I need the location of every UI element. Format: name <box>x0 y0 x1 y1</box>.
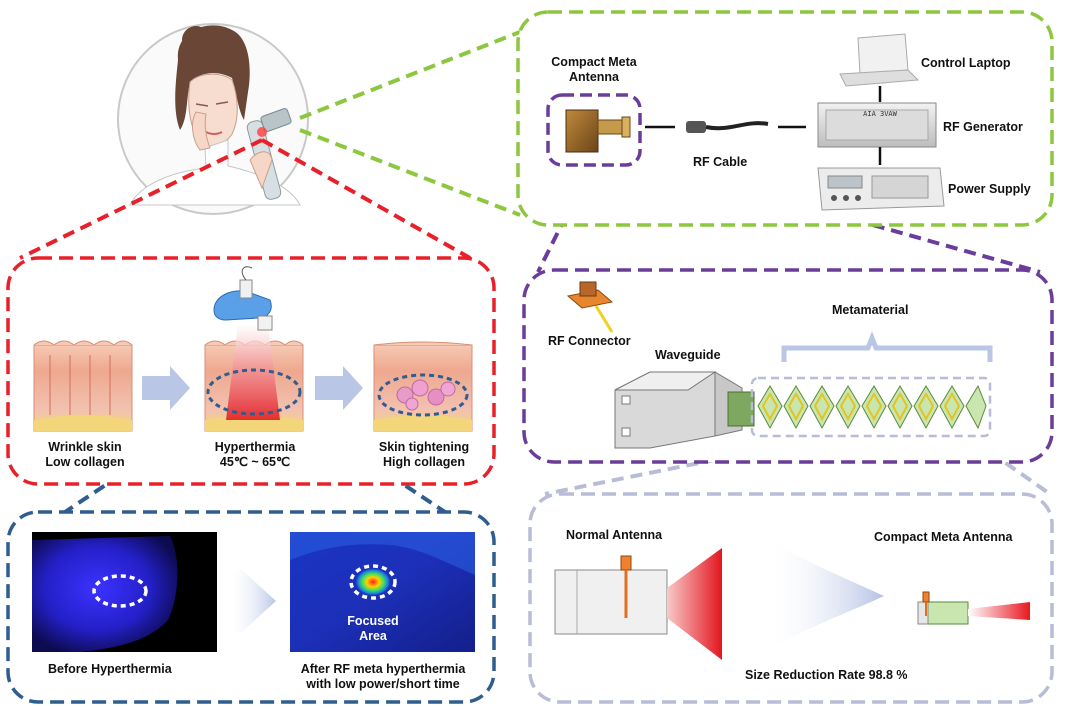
waveguide-illustration <box>614 371 755 449</box>
compact-antenna-label: Compact Meta Antenna <box>874 530 1013 544</box>
normal-antenna-label: Normal Antenna <box>566 528 663 542</box>
metamaterial-array <box>750 376 992 438</box>
normal-antenna-illustration <box>554 548 722 660</box>
compact-meta-antenna-device <box>546 93 642 167</box>
thermal-image-after <box>290 532 475 652</box>
gloved-hand-device-icon <box>213 266 273 331</box>
svg-text:AIA 3VAW: AIA 3VAW <box>863 110 898 118</box>
patient-illustration <box>117 23 309 215</box>
before-hyperthermia-label: Before Hyperthermia <box>48 662 172 676</box>
power-supply-icon <box>817 167 945 211</box>
rf-cable-icon <box>686 121 769 133</box>
tightened-skin-illustration <box>373 341 473 432</box>
arrow-normal-to-compact <box>770 540 884 650</box>
rf-cable-label: RF Cable <box>693 155 748 169</box>
waveguide-label: Waveguide <box>655 348 721 362</box>
control-laptop-label: Control Laptop <box>921 56 1011 70</box>
arrow-hyperthermia-to-tightening <box>315 366 363 410</box>
rf-generator-icon: AIA 3VAW <box>817 102 937 148</box>
rf-connector-icon <box>566 281 614 333</box>
laptop-icon <box>839 33 920 87</box>
wrinkle-skin-illustration <box>33 340 133 432</box>
metamaterial-brace <box>781 331 993 362</box>
arrow-before-to-after <box>232 570 276 632</box>
rf-generator-label: RF Generator <box>943 120 1023 134</box>
thermal-image-before <box>32 532 217 652</box>
size-reduction-label: Size Reduction Rate 98.8 % <box>745 668 908 682</box>
rf-connector-label: RF Connector <box>548 334 631 348</box>
arrow-wrinkle-to-hyperthermia <box>142 366 190 410</box>
hyperthermia-skin-illustration <box>204 325 304 432</box>
compact-antenna-illustration <box>917 591 1030 625</box>
metamaterial-label: Metamaterial <box>832 303 909 317</box>
power-supply-label: Power Supply <box>948 182 1031 196</box>
